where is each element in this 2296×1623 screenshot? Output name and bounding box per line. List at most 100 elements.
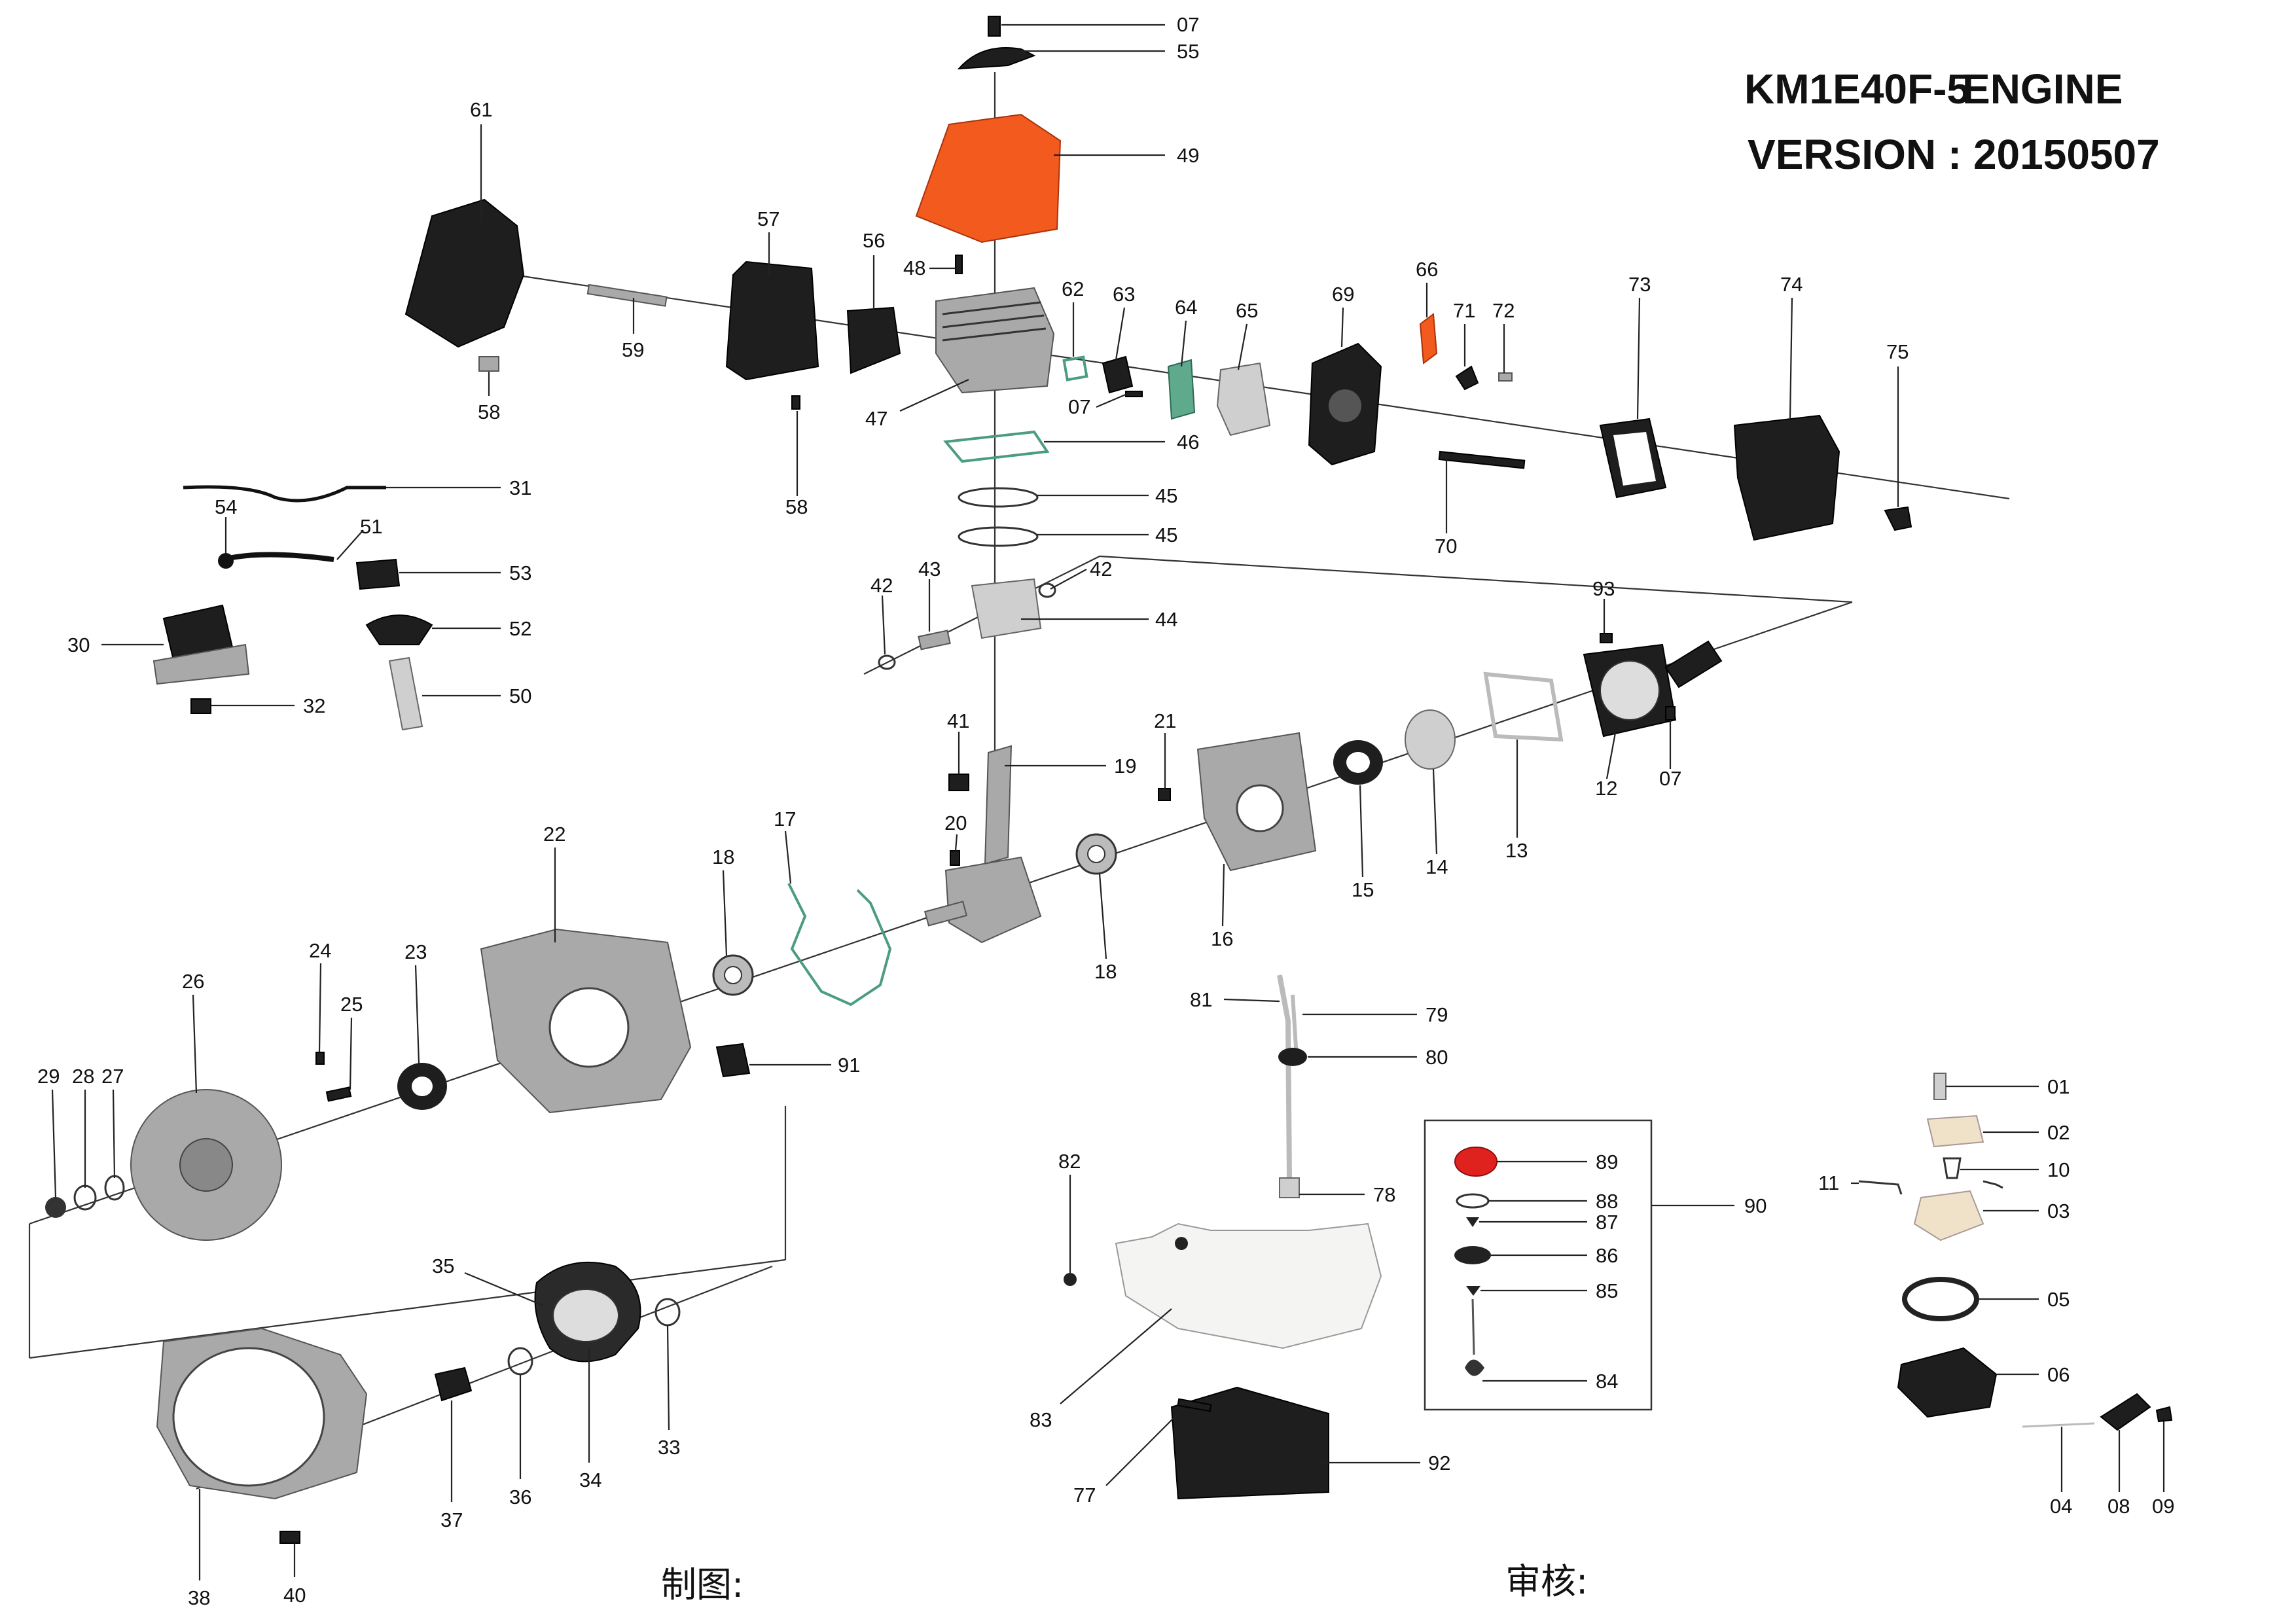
part-label: 82 — [1058, 1150, 1081, 1173]
recoil-spring-icon — [1902, 1277, 1979, 1321]
part-label: 25 — [340, 993, 363, 1016]
part-label: 61 — [470, 98, 492, 121]
part-label: 29 — [37, 1065, 60, 1088]
intake-gasket-icon — [1062, 355, 1088, 382]
part-label: 11 — [1818, 1171, 1839, 1194]
part-label: 91 — [838, 1054, 860, 1077]
screw-icon — [1600, 633, 1613, 643]
part-label: 24 — [309, 939, 331, 962]
part-label: 12 — [1595, 777, 1617, 800]
part-label: 01 — [2047, 1075, 2070, 1098]
circlip-icon — [878, 654, 896, 670]
muffler-icon — [725, 260, 819, 381]
insulator-icon — [1102, 355, 1134, 394]
starter-handle-icon — [1664, 640, 1723, 688]
part-label: 66 — [1416, 258, 1438, 281]
fuel-line-icon — [1277, 974, 1292, 1179]
part-label: 92 — [1428, 1452, 1450, 1474]
part-label: 89 — [1596, 1150, 1618, 1173]
starter-gasket-icon — [1483, 671, 1564, 742]
part-label: 17 — [774, 808, 796, 830]
part-label: 86 — [1596, 1244, 1618, 1267]
part-label: 37 — [440, 1508, 463, 1531]
cylinder-icon — [935, 287, 1055, 394]
part-label: 31 — [509, 476, 531, 499]
pawl-spring-icon — [1858, 1180, 1903, 1195]
part-label: 41 — [947, 709, 969, 732]
part-label: 54 — [215, 495, 237, 518]
washer-icon — [655, 1298, 681, 1327]
part-label: 45 — [1155, 524, 1177, 546]
part-label: 23 — [404, 940, 427, 963]
drawn-by-label: 制图: — [661, 1564, 744, 1605]
clutch-bolt-icon — [434, 1366, 473, 1402]
needle-bearing-icon — [948, 774, 969, 791]
fuel-tank-icon — [1115, 1222, 1382, 1349]
part-label: 38 — [188, 1586, 210, 1609]
cap-assembly-box — [1424, 1119, 1653, 1411]
fuel-filter-icon — [1279, 1177, 1300, 1198]
crankcase-gasket-icon — [787, 883, 892, 1007]
part-label: 18 — [1094, 960, 1117, 983]
part-label: 58 — [478, 401, 500, 423]
part-label: 07 — [1177, 13, 1199, 36]
carburetor-icon — [1216, 362, 1271, 437]
pulley-icon — [1913, 1190, 1984, 1241]
model-title: KM1E40F-5 — [1744, 65, 1970, 113]
part-label: 57 — [757, 207, 780, 230]
piston-ring-icon — [958, 526, 1039, 547]
screw-icon — [190, 698, 211, 714]
starter-grip-icon — [2100, 1393, 2151, 1431]
part-label: 03 — [2047, 1200, 2070, 1222]
part-label: 02 — [2047, 1121, 2070, 1144]
choke-lever-icon — [1419, 313, 1438, 365]
fuel-cap-icon — [1454, 1147, 1498, 1177]
part-label: 75 — [1886, 340, 1909, 363]
part-label: 72 — [1492, 299, 1515, 322]
version-label: VERSION : 20150507 — [1748, 131, 2160, 178]
part-label: 88 — [1596, 1190, 1618, 1213]
part-label: 42 — [870, 574, 893, 597]
part-label: 87 — [1596, 1211, 1618, 1234]
screw-icon — [1498, 372, 1513, 382]
screw-icon — [1125, 391, 1143, 397]
muffler-guard-icon — [404, 198, 525, 348]
screw-icon — [1665, 706, 1676, 721]
grip-insert-icon — [2155, 1406, 2173, 1423]
part-label: 53 — [509, 562, 531, 584]
piston-icon — [971, 578, 1042, 639]
grommet-icon — [1278, 1048, 1307, 1066]
part-label: 07 — [1659, 767, 1681, 790]
part-label: 32 — [303, 694, 325, 717]
part-label: 06 — [2047, 1363, 2070, 1386]
dowel-pin-icon — [315, 1052, 325, 1065]
circlip-icon — [1038, 582, 1056, 598]
part-label: 08 — [2108, 1495, 2130, 1518]
part-label: 18 — [712, 846, 734, 868]
screw-icon — [988, 16, 1001, 37]
checked-by-label: 审核: — [1505, 1561, 1588, 1602]
plug-boot-icon — [365, 615, 433, 645]
leader-lines — [51, 24, 2165, 1580]
cylinder-gasket-icon — [943, 430, 1050, 463]
part-label: 05 — [2047, 1288, 2070, 1311]
spark-plug-icon — [388, 656, 423, 731]
piston-pin-icon — [918, 630, 951, 651]
cover-knob-icon — [1884, 506, 1912, 531]
part-label: 70 — [1435, 535, 1457, 558]
part-label: 40 — [283, 1584, 306, 1607]
washer-icon — [104, 1175, 125, 1201]
part-label: 27 — [101, 1065, 124, 1088]
connecting-rod-icon — [984, 745, 1013, 865]
part-label: 42 — [1090, 558, 1112, 580]
screw-icon — [955, 255, 963, 274]
part-label: 19 — [1114, 755, 1136, 777]
starter-housing-icon — [1897, 1347, 1998, 1418]
part-label: 69 — [1332, 283, 1354, 306]
part-label: 34 — [579, 1469, 601, 1491]
dowel-pin-icon — [1158, 788, 1171, 801]
part-label: 47 — [865, 407, 888, 430]
part-label: 80 — [1426, 1046, 1448, 1069]
spark-plug-cap-icon — [355, 558, 401, 590]
